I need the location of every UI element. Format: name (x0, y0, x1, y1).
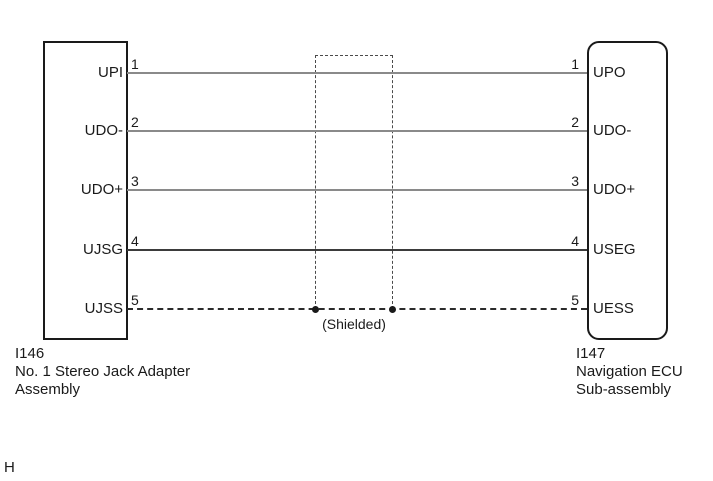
left-connector-caption: I146 No. 1 Stereo Jack Adapter Assembly (15, 345, 190, 399)
wire-3 (127, 189, 587, 191)
right-connector-name-line2: Sub-assembly (576, 381, 672, 398)
pin-label-right-2: UDO- (593, 122, 632, 139)
shield-junction-dot-right (389, 306, 396, 313)
pin-number-left-5: 5 (131, 292, 139, 308)
shield-junction-dot-left (312, 306, 319, 313)
pin-number-right-3: 3 (571, 173, 579, 189)
wire-4 (127, 249, 587, 251)
left-connector-name-line1: No. 1 Stereo Jack Adapter (15, 363, 191, 380)
pin-label-right-4: USEG (593, 241, 636, 258)
pin-label-right-3: UDO+ (593, 181, 636, 198)
pin-label-left-5: UJSS (84, 300, 123, 317)
pin-number-left-1: 1 (131, 56, 139, 72)
pin-number-left-3: 3 (131, 173, 139, 189)
pin-number-left-4: 4 (131, 233, 139, 249)
pin-label-left-3: UDO+ (80, 181, 123, 198)
right-connector-box (587, 41, 668, 340)
pin-label-left-2: UDO- (84, 122, 123, 139)
wire-1 (127, 72, 587, 74)
pin-label-left-1: UPI (97, 64, 123, 81)
shield-label: (Shielded) (322, 316, 386, 332)
pin-number-right-2: 2 (571, 114, 579, 130)
left-connector-id: I146 (15, 345, 45, 362)
wire-5-shield-drain (127, 308, 587, 310)
page-index-letter: H (4, 459, 15, 476)
pin-label-right-1: UPO (593, 64, 626, 81)
pin-label-left-4: UJSG (82, 241, 123, 258)
pin-label-right-5: UESS (593, 300, 634, 317)
pin-number-right-5: 5 (571, 292, 579, 308)
pin-number-right-1: 1 (571, 56, 579, 72)
right-connector-id: I147 (576, 345, 606, 362)
right-connector-caption: I147 Navigation ECU Sub-assembly (576, 345, 683, 399)
right-connector-name-line1: Navigation ECU (576, 363, 683, 380)
left-connector-box (43, 41, 128, 340)
pin-number-left-2: 2 (131, 114, 139, 130)
pin-number-right-4: 4 (571, 233, 579, 249)
shield-outline (315, 55, 393, 309)
left-connector-name-line2: Assembly (15, 381, 81, 398)
wire-2 (127, 130, 587, 132)
